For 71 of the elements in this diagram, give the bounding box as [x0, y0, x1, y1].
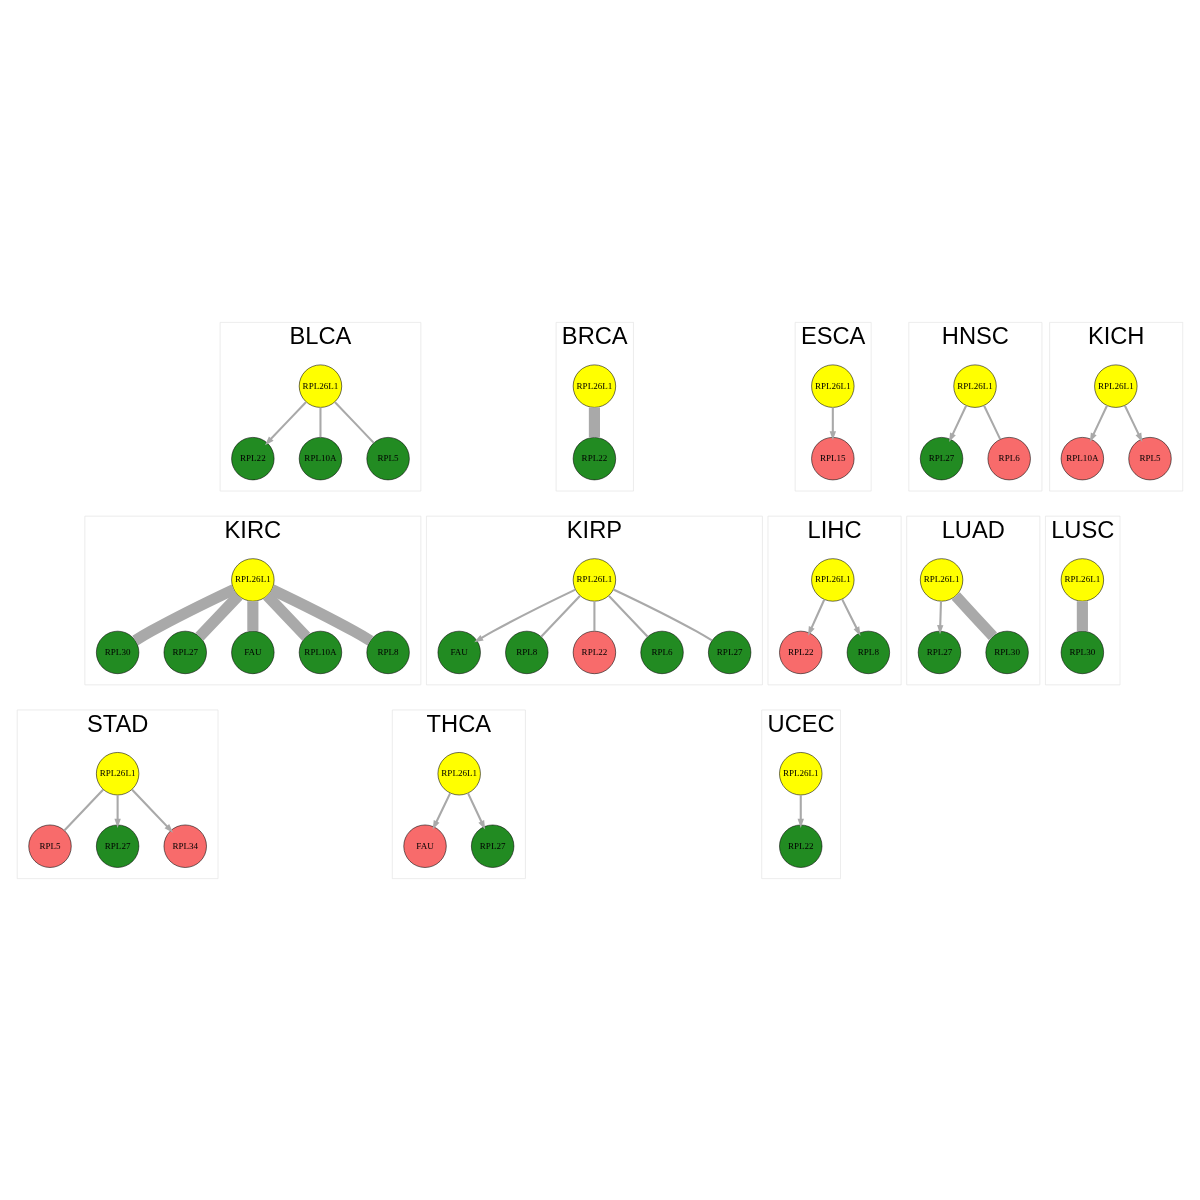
connector: [334, 400, 375, 444]
arrow: [467, 792, 486, 830]
arrow: [432, 792, 452, 830]
node-circle: RPL26L1: [231, 557, 275, 601]
connector: [540, 594, 581, 637]
node-circle: RPL8: [505, 630, 549, 674]
connector: [951, 591, 997, 640]
node-circle: RPL26L1: [920, 557, 964, 601]
arrow: [114, 794, 121, 828]
node-circle: RPL30: [96, 630, 140, 674]
arrow: [1123, 404, 1143, 442]
arrow: [797, 794, 804, 828]
node-circle: RPL6: [987, 436, 1031, 480]
node-circle: RPL26L1: [1094, 364, 1138, 408]
connector: [608, 594, 649, 637]
node-circle: RPL27: [708, 630, 752, 674]
connector: [269, 584, 374, 645]
connector: [588, 406, 600, 437]
node-circle: RPL26L1: [811, 364, 855, 408]
node-circle: RPL26L1: [96, 751, 140, 795]
arrow: [829, 406, 836, 440]
connector: [132, 583, 237, 645]
arrow: [937, 600, 944, 634]
node-circle: RPL27: [163, 630, 207, 674]
node-circle: RPL6: [640, 630, 684, 674]
node-circle: RPL30: [985, 630, 1029, 674]
arrow: [474, 588, 576, 642]
arrow: [808, 598, 826, 636]
node-circle: RPL26L1: [437, 751, 481, 795]
node-circle: RPL27: [96, 824, 140, 868]
arrow: [1089, 404, 1108, 442]
node-circle: RPL10A: [298, 630, 342, 674]
node-circle: RPL26L1: [953, 364, 997, 408]
arrow: [131, 788, 174, 833]
node-circle: RPL30: [1060, 630, 1104, 674]
node-circle: RPL22: [779, 824, 823, 868]
node-circle: RPL22: [779, 630, 823, 674]
node-circle: RPL8: [366, 630, 410, 674]
connector: [247, 600, 259, 631]
connector: [263, 591, 311, 640]
node-circle: RPL26L1: [572, 557, 616, 601]
connector: [195, 591, 243, 640]
node-circle: FAU: [231, 630, 275, 674]
node-circle: RPL26L1: [298, 364, 342, 408]
node-circle: RPL26L1: [779, 751, 823, 795]
node-circle: RPL27: [920, 436, 964, 480]
arrow: [841, 598, 861, 636]
node-circle: RPL22: [572, 436, 616, 480]
node-circle: RPL10A: [298, 436, 342, 480]
node-circle: RPL5: [366, 436, 410, 480]
node-circle: RPL5: [28, 824, 72, 868]
arrow: [949, 404, 968, 442]
connector: [983, 404, 1002, 440]
connector: [319, 406, 322, 437]
connector: [63, 788, 105, 831]
node-circle: RPL5: [1128, 436, 1172, 480]
node-circle: RPL26L1: [811, 557, 855, 601]
node-circle: RPL8: [846, 630, 890, 674]
node-circle: RPL10A: [1060, 436, 1104, 480]
node-circle: RPL26L1: [1060, 557, 1104, 601]
arrow: [265, 400, 307, 445]
node-circle: FAU: [403, 824, 447, 868]
node-circle: RPL22: [572, 630, 616, 674]
connector: [613, 588, 713, 641]
node-circle: RPL27: [471, 824, 515, 868]
node-circle: FAU: [437, 630, 481, 674]
node-circle: RPL27: [917, 630, 961, 674]
connector: [593, 600, 596, 631]
node-circle: RPL26L1: [572, 364, 616, 408]
connector: [1076, 600, 1088, 631]
node-circle: RPL15: [811, 436, 855, 480]
